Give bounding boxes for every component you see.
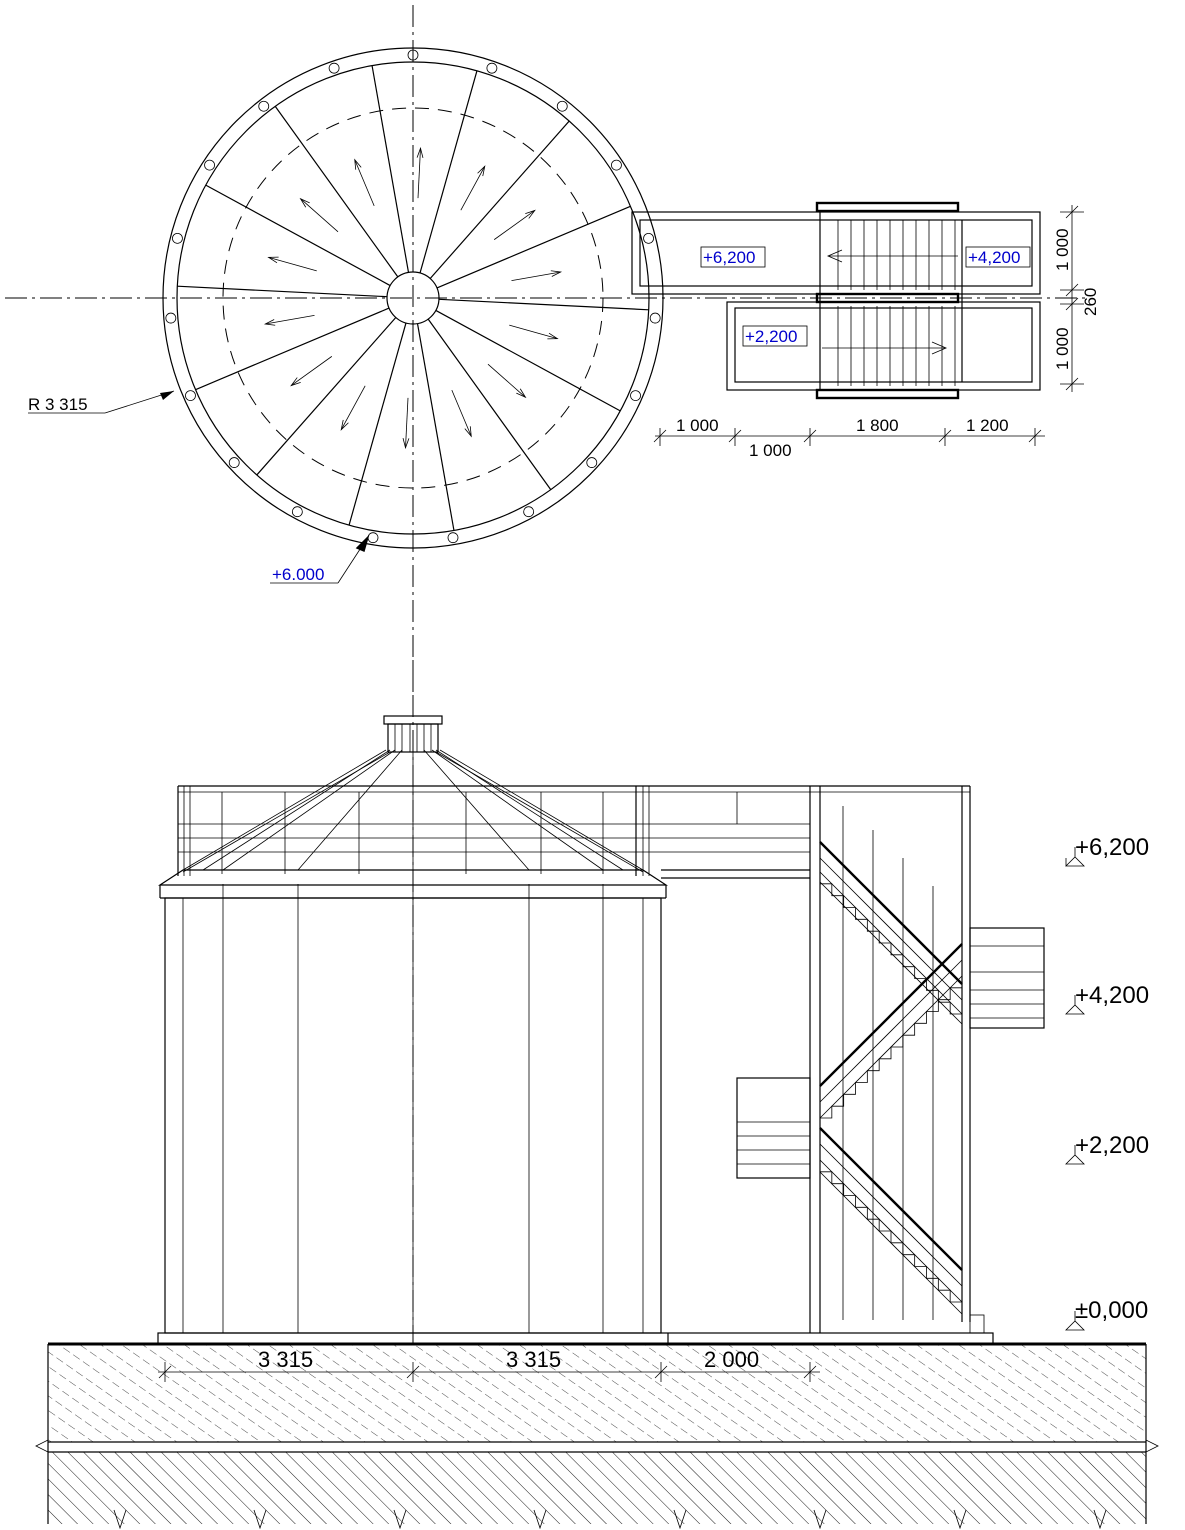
tank-center-hatch <box>386 271 440 325</box>
stair-platform-plan <box>631 201 1041 400</box>
dim-elev-2: 3 315 <box>506 1347 561 1372</box>
tank-outer-ring <box>162 47 664 549</box>
level-0000: ±0,000 <box>1075 1297 1148 1324</box>
radius-leader: R 3 315 <box>28 390 175 414</box>
tank-inner-ring <box>176 61 650 535</box>
dim-h-3: 1 200 <box>966 416 1009 435</box>
ground-fill <box>48 1344 1146 1442</box>
ground-rock <box>48 1452 1146 1524</box>
ring-level-leader: +6.000 <box>270 534 370 584</box>
radius-label: R 3 315 <box>28 395 88 414</box>
level-4200: +4,200 <box>1075 982 1149 1009</box>
elevation-view: +6,200 +4,200 +2,200 ±0,000 3 315 3 315 … <box>35 660 1159 1530</box>
plan-view: +6,200 +4,200 +2,200 R 3 315 +6.000 <box>5 5 1100 700</box>
plan-level-landing-lower: +2,200 <box>745 327 797 346</box>
roof-rafters <box>177 65 649 531</box>
elevation-levels: +6,200 +4,200 +2,200 ±0,000 <box>1065 834 1149 1331</box>
slope-arrows <box>263 146 563 450</box>
level-6200: +6,200 <box>1075 834 1149 861</box>
dim-v-2: 260 <box>1081 288 1100 316</box>
dim-elev-1: 3 315 <box>258 1347 313 1372</box>
railing-posts <box>165 49 661 544</box>
plan-level-landing-upper: +4,200 <box>968 248 1020 267</box>
dim-v-3: 1 000 <box>1053 327 1072 370</box>
level-2200: +2,200 <box>1075 1132 1149 1159</box>
stair-tower <box>736 786 1045 1334</box>
dim-h-4: 1 000 <box>749 441 792 460</box>
dim-h-1: 1 000 <box>676 416 719 435</box>
tank-dashed-circle <box>222 107 604 489</box>
dim-elev-3: 2 000 <box>704 1347 759 1372</box>
plan-horizontal-dims: 1 000 1 800 1 200 1 000 <box>653 416 1045 460</box>
elevation-dims: 3 315 3 315 2 000 <box>158 1347 820 1382</box>
plan-level-top: +6,200 <box>703 248 755 267</box>
foundation-piles <box>113 1509 1107 1530</box>
plan-vertical-dims: 1 000 260 1 000 <box>1053 205 1100 392</box>
top-railing <box>177 785 970 879</box>
dim-h-2: 1 800 <box>856 416 899 435</box>
ring-level-label: +6.000 <box>272 565 324 584</box>
dim-v-1: 1 000 <box>1053 228 1072 271</box>
